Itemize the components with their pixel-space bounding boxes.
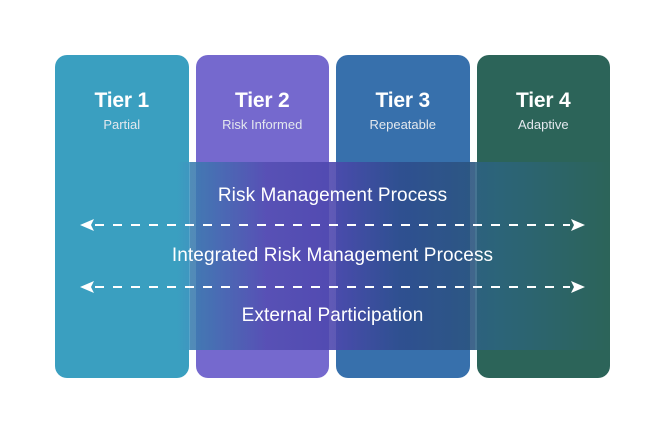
tier-title-4: Tier 4 [516, 89, 571, 112]
tier-heading-2: Tier 2 Risk Informed [196, 88, 330, 134]
tier-title-3: Tier 3 [375, 89, 431, 112]
tier-heading-1: Tier 1 Partial [55, 88, 189, 134]
tier-descriptor-2: Risk Informed [222, 117, 303, 132]
tier-descriptor-4: Adaptive [517, 117, 569, 132]
dashed-double-arrow-2 [80, 280, 585, 294]
tier-descriptor-1: Partial [103, 117, 141, 132]
tier-heading-3: Tier 3 Repeatable [336, 88, 470, 134]
tier-heading-4: Tier 4 Adaptive [477, 88, 611, 134]
tier-columns: Tier 1 Partial Tier 2 Risk Informed Tier… [55, 55, 610, 378]
tier-column-3[interactable]: Tier 3 Repeatable [336, 55, 470, 378]
tier-title-2: Tier 2 [235, 89, 290, 112]
tier-descriptor-3: Repeatable [369, 117, 437, 132]
tier-column-2[interactable]: Tier 2 Risk Informed [195, 55, 330, 378]
band-label-external-participation: External Participation [241, 305, 424, 326]
band-label-risk-management-process: Risk Management Process [217, 185, 448, 206]
tier-column-1[interactable]: Tier 1 Partial [55, 55, 189, 378]
band-label-integrated-risk-management-process: Integrated Risk Management Process [171, 245, 494, 266]
dashed-double-arrow-1 [80, 218, 585, 232]
tier-title-1: Tier 1 [94, 89, 150, 112]
double-arrow-icon [80, 281, 585, 293]
tier-column-4[interactable]: Tier 4 Adaptive [476, 55, 611, 378]
double-arrow-icon [80, 219, 585, 231]
